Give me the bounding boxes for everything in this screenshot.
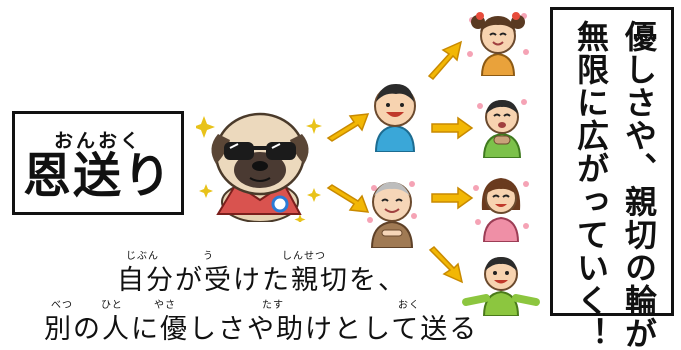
arrow-right-icon	[431, 116, 474, 140]
ruby-hito: ひと	[101, 300, 123, 311]
ruby-oku: おく	[398, 300, 420, 311]
girl-pigtails-illustration	[466, 4, 530, 76]
title-main: 恩送り	[22, 148, 173, 204]
pug-sunglasses-illustration	[196, 104, 324, 222]
arrow-down-right-icon	[326, 184, 370, 213]
ruby-yasa: やさ	[154, 300, 176, 311]
arrow-right-icon-2	[431, 186, 474, 210]
boy-cheering-illustration	[460, 252, 542, 316]
title-box: おんおく 恩送り	[12, 111, 184, 215]
grandpa-illustration	[366, 176, 418, 248]
description-line-1: 自分が受けた親切を、	[117, 265, 407, 296]
arrow-up-right-icon-2	[427, 40, 463, 80]
arrow-up-right-icon	[326, 113, 370, 142]
boy-eating-illustration	[474, 92, 530, 158]
arrow-down-right-icon-2	[428, 246, 464, 284]
message-column-1: 優しさや、親切の輪が	[620, 20, 658, 350]
ruby-u: う	[203, 251, 214, 262]
ruby-shinsetsu: しんせつ	[282, 251, 326, 262]
ruby-jibun: じぶん	[126, 251, 159, 262]
message-column-2: 無限に広がっていく！	[572, 20, 610, 350]
ruby-betsu: べつ	[51, 300, 73, 311]
title-ruby: おんおく	[53, 130, 142, 152]
ruby-tasu: たす	[262, 300, 284, 311]
message-box: 優しさや、親切の輪が 無限に広がっていく！	[550, 7, 674, 350]
woman-happy-illustration	[472, 170, 530, 242]
description-line-2: 別の人に優しさや助けとして送る	[44, 314, 479, 345]
boy-smiling-illustration	[370, 80, 420, 152]
